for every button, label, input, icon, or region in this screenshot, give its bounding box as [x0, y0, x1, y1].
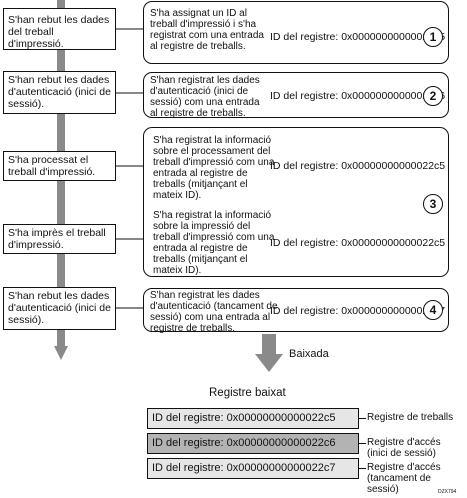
callout-4: [143, 288, 449, 332]
step-box: S'han rebut les dades d'autenticació (in…: [3, 71, 116, 114]
step-box: S'han rebut les dades d'autenticació (in…: [3, 287, 116, 330]
step-text: S'han rebut les dades del treball d'impr…: [8, 14, 110, 50]
step-text: S'ha imprès el treball d'impressió.: [8, 227, 106, 251]
registry-label: Registre d'accés (inici de sessió): [367, 437, 441, 459]
download-arrow: [255, 334, 283, 372]
callout-description: S'han registrat les dades d'autenticació…: [150, 290, 278, 334]
callout-description: S'ha registrat la informació sobre la im…: [153, 210, 275, 276]
step-number-4: 4: [423, 300, 443, 320]
record-id: ID del registre: 0x00000000000022c5: [270, 237, 446, 249]
figure-code: DZX794: [438, 489, 457, 495]
step-box: S'ha imprès el treball d'impressió.: [3, 224, 116, 254]
callout-3: [143, 127, 449, 277]
callout-2: [143, 72, 449, 118]
downloaded-title: Registre baixat: [209, 387, 286, 399]
callout-1: [143, 1, 449, 64]
record-id: ID del registre: 0x00000000000022c5: [270, 160, 446, 172]
callout-description: S'han registrat les dades d'autenticació…: [150, 75, 260, 119]
registry-row: ID del registre: 0x00000000000022c6: [147, 433, 359, 454]
step-text: S'ha processat el treball d'impressió.: [8, 154, 96, 178]
callout-description: S'ha registrat la informació sobre el pr…: [153, 135, 275, 201]
step-box: S'ha processat el treball d'impressió.: [3, 151, 116, 181]
record-id: ID del registre: 0x00000000000022c7: [270, 305, 446, 317]
step-text: S'han rebut les dades d'autenticació (in…: [8, 74, 111, 110]
label-tick: [359, 418, 366, 419]
step-number-1: 1: [423, 27, 443, 47]
step-box: S'han rebut les dades del treball d'impr…: [3, 8, 116, 50]
step-number-2: 2: [423, 86, 443, 106]
callout-description: S'ha assignat un ID al treball d'impress…: [150, 8, 264, 52]
registry-row: ID del registre: 0x00000000000022c5: [147, 408, 359, 429]
step-text: S'han rebut les dades d'autenticació (in…: [8, 290, 111, 326]
download-label: Baixada: [289, 348, 329, 360]
label-tick: [359, 443, 366, 444]
registry-label: Registre de treballs: [367, 412, 454, 423]
label-tick: [359, 468, 366, 469]
record-id: ID del registre: 0x00000000000022c6: [270, 90, 446, 102]
step-number-3: 3: [423, 194, 443, 214]
record-id: ID del registre: 0x00000000000022c5: [270, 31, 446, 43]
registry-row: ID del registre: 0x00000000000022c7: [147, 458, 359, 479]
registry-label: Registre d'accés (tancament de sessió): [367, 462, 441, 495]
